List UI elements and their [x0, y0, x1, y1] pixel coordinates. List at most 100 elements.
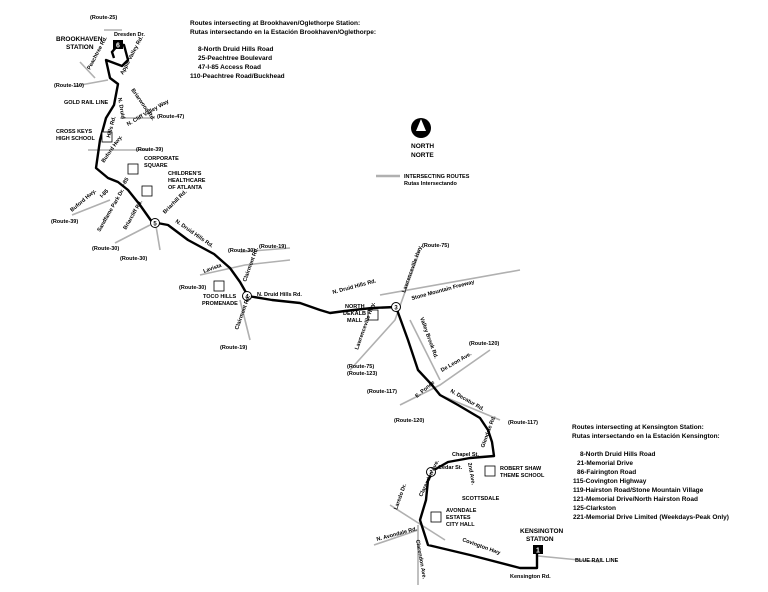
legend-line2: Rutas Intersectando — [404, 181, 458, 187]
street-clairmont-lower: Clairmont Rd. — [234, 294, 252, 330]
intersecting-route-line — [373, 529, 419, 546]
brookhaven-label-2: STATION — [66, 44, 94, 51]
school-icon — [101, 131, 113, 143]
kensington-route: 86-Fairington Road — [577, 469, 636, 476]
avondale-label-3: CITY HALL — [446, 522, 475, 528]
route-8-path — [94, 43, 539, 570]
street-chapel: Chapel St. — [452, 452, 479, 458]
office-icon — [127, 163, 139, 175]
route-tag: (Route-19) — [259, 244, 286, 250]
intersecting-route-line — [239, 247, 291, 253]
intersecting-routes — [71, 29, 601, 585]
street-cedar: Cedar St. — [438, 465, 463, 471]
childrens-label-2: HEALTHCARE — [168, 178, 206, 184]
kensington-route: 119-Hairston Road/Stone Mountain Village — [573, 487, 704, 494]
street-ndh-main: N. Druid Hills Rd. — [257, 292, 302, 298]
robert-shaw-label-2: THEME SCHOOL — [500, 473, 545, 479]
kensington-route: 115-Covington Highway — [573, 478, 647, 485]
route-tag: (Route-30) — [92, 246, 119, 252]
route-tag: (Route-19) — [220, 345, 247, 351]
timepoint-4: 4 — [245, 295, 249, 301]
north-arrow-icon — [416, 119, 426, 131]
timepoint-3: 3 — [394, 306, 398, 312]
street-briarhill: Briarhill Rd. — [162, 189, 189, 216]
street-ndh-east: N. Druid Hills Rd. — [332, 278, 377, 296]
corporate-label-2: SQUARE — [144, 163, 168, 169]
route-tag: (Route-120) — [394, 418, 424, 424]
intersecting-route-line — [379, 269, 521, 296]
intersecting-route-line — [537, 555, 601, 563]
intersecting-route-line — [239, 299, 251, 341]
route-tag: (Route-120) — [469, 341, 499, 347]
intersecting-route-line — [439, 394, 501, 421]
route-tag: (Route-75) — [422, 243, 449, 249]
intersecting-route-line — [349, 249, 421, 371]
landmarks: CROSS KEYS HIGH SCHOOL CORPORATE SQUARE … — [56, 129, 545, 528]
kensington-label-1: KENSINGTON — [520, 528, 564, 535]
route-tag: (Route-30) — [120, 256, 147, 262]
intersecting-route-line — [409, 319, 441, 381]
brookhaven-box-title-es: Rutas intersectando en la Estación Brook… — [190, 29, 376, 36]
intersecting-route-line — [79, 61, 96, 79]
brookhaven-route: 110-Peachtree Road/Buckhead — [190, 73, 285, 80]
timepoint-5: 5 — [153, 222, 157, 228]
legend-line1: INTERSECTING ROUTES — [404, 174, 470, 180]
street-i85-a: I-85 — [121, 177, 131, 188]
childrens-label-3: OF ATLANTA — [168, 185, 202, 191]
street-stone-mountain: Stone Mountain Freeway — [411, 279, 476, 302]
street-clarendon-2: Clarendon Ave. — [414, 539, 427, 580]
ndm-label-2: DEKALB — [343, 311, 366, 317]
route-tag: (Route-39) — [136, 147, 163, 153]
brookhaven-route: 47-I-85 Access Road — [198, 64, 261, 71]
route-tag: (Route-30) — [228, 248, 255, 254]
intersecting-route-line — [389, 504, 446, 541]
north-arrow: NORTH NORTE — [411, 118, 434, 159]
norte-label: NORTE — [411, 152, 434, 159]
kensington-station: 1 KENSINGTON STATION BLUE RAIL LINE — [520, 528, 619, 564]
timepoint-3-circle — [391, 302, 401, 312]
timepoint-5-circle — [150, 218, 160, 228]
city-hall-icon — [430, 511, 442, 523]
route-tags: (Route-25) (Route-110) (Route-47) (Route… — [51, 15, 538, 426]
timepoint-1: 1 — [536, 548, 540, 555]
street-dresden: Dresden Dr. — [114, 32, 145, 38]
kensington-route: 21-Memorial Drive — [577, 460, 633, 467]
corporate-label-1: CORPORATE — [144, 156, 179, 162]
route-tag: (Route-39) — [51, 219, 78, 225]
street-briarcliff: Briarcliff Rd. — [123, 199, 145, 231]
brookhaven-station: 6 BROOKHAVEN STATION GOLD RAIL LINE — [56, 36, 123, 106]
street-deleon: De Leon Ave. — [440, 351, 473, 374]
street-lavista: Lavista — [203, 262, 224, 274]
street-hills-rd: Hills Rd. — [106, 115, 118, 138]
street-valley-brook: Valley Brook Rd. — [418, 317, 439, 360]
street-kensington-rd: Kensington Rd. — [510, 574, 551, 580]
kensington-routes-box: Routes intersecting at Kensington Statio… — [572, 424, 729, 521]
street-2nd-ave: 2nd Ave. — [466, 462, 476, 486]
timepoint-2: 2 — [429, 471, 433, 477]
station-marker — [533, 545, 543, 554]
route-tag: (Route-75) — [347, 364, 374, 370]
street-clarendon-1: Clarendon Ave. — [418, 459, 441, 498]
street-n-avondale: N. Avondale Rd. — [376, 526, 418, 543]
school-icon — [484, 465, 496, 477]
childrens-label-1: CHILDREN'S — [168, 171, 202, 177]
robert-shaw-label-1: ROBERT SHAW — [500, 466, 542, 472]
intersecting-route-line — [199, 259, 291, 276]
ndm-label-3: MALL — [347, 318, 363, 324]
intersecting-route-line — [399, 349, 491, 406]
intersecting-route-line — [74, 79, 109, 87]
route-tag: (Route-30) — [179, 285, 206, 291]
toco-label-1: TOCO HILLS — [203, 294, 237, 300]
cross-keys-label-2: HIGH SCHOOL — [56, 136, 95, 142]
gold-rail-line-label: GOLD RAIL LINE — [64, 100, 109, 106]
route-tag: (Route-117) — [508, 420, 538, 426]
street-n-druid-upper: N. Druid — [116, 97, 126, 119]
legend: INTERSECTING ROUTES Rutas Intersectando — [376, 174, 470, 187]
street-glendale: Glendale Rd. — [480, 415, 497, 449]
timepoint-2-circle — [426, 467, 436, 477]
street-e-ponce: E. Ponce — [414, 380, 436, 400]
timepoint-4-circle — [242, 291, 252, 301]
route-tag: (Route-110) — [54, 83, 84, 89]
kensington-label-2: STATION — [526, 536, 554, 543]
intersecting-route-line — [114, 224, 151, 244]
